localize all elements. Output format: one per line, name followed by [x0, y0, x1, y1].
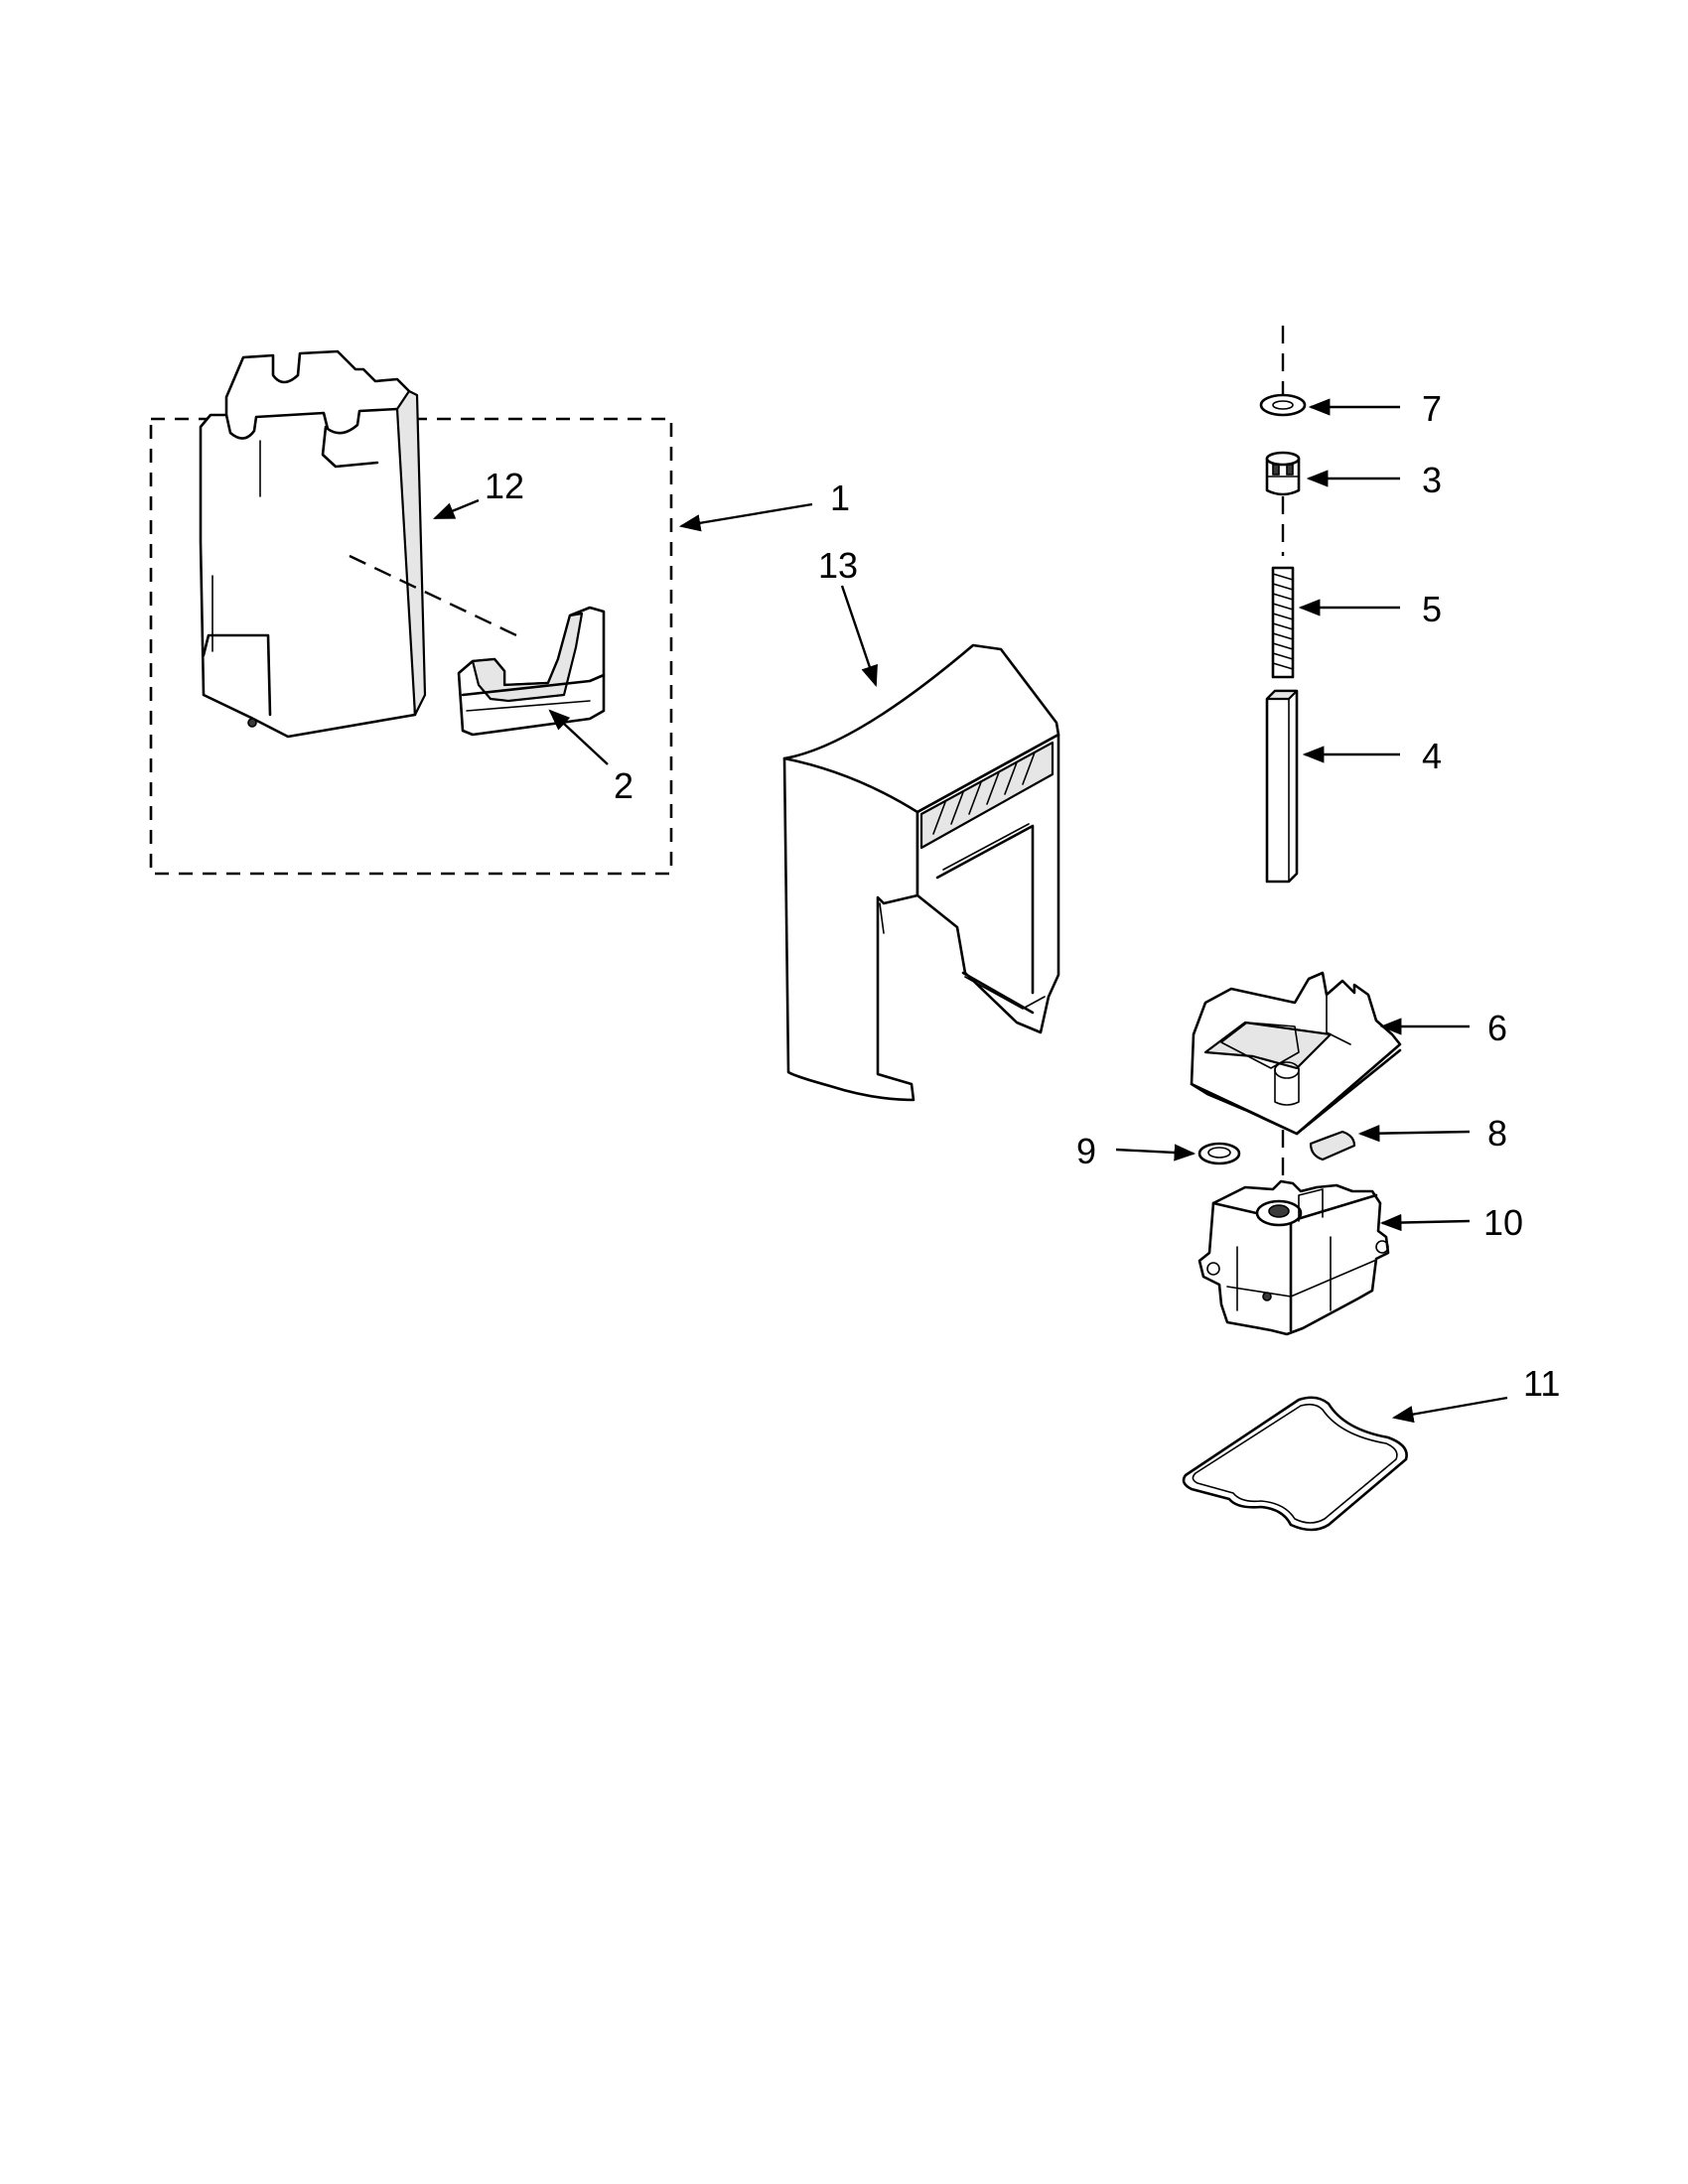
part-11-gasket	[1182, 1396, 1408, 1532]
leader-2	[548, 709, 609, 765]
leader-12	[433, 498, 480, 520]
callout-3: 3	[1422, 460, 1442, 500]
part-5-spring	[1271, 566, 1295, 679]
leader-8	[1357, 1125, 1471, 1143]
leader-11	[1391, 1396, 1508, 1424]
callout-12: 12	[485, 466, 524, 506]
callout-6: 6	[1487, 1008, 1507, 1048]
callout-4: 4	[1422, 736, 1442, 776]
part-9-ring	[1197, 1142, 1241, 1165]
callout-labels: 1 12 2 13 7 3 5 4 6 8 9 10 11	[485, 388, 1560, 1404]
part-3-coupler	[1265, 451, 1301, 496]
callout-10: 10	[1483, 1202, 1523, 1243]
kit-dashed-box	[149, 417, 673, 876]
callout-8: 8	[1487, 1113, 1507, 1154]
callout-5: 5	[1422, 589, 1442, 629]
alignment-line-12-2	[349, 554, 517, 637]
part-13-dispenser-cover	[782, 643, 1060, 1102]
part-6-housing	[1190, 971, 1402, 1136]
callout-2: 2	[614, 765, 633, 806]
callout-7: 7	[1422, 388, 1442, 429]
leader-9	[1115, 1144, 1196, 1161]
part-7-washer	[1259, 393, 1307, 417]
leader-13	[840, 585, 878, 688]
leader-1	[678, 502, 813, 532]
part-8-pad	[1309, 1130, 1356, 1161]
callout-11: 11	[1523, 1363, 1560, 1404]
part-12-ice-bin	[199, 349, 427, 739]
leader-10	[1379, 1213, 1471, 1232]
leader-lines	[433, 398, 1508, 1424]
callout-13: 13	[818, 545, 858, 586]
part-2-bracket	[457, 606, 606, 737]
part-4-shaft	[1265, 689, 1299, 884]
callout-9: 9	[1076, 1131, 1096, 1171]
part-10-motor	[1197, 1179, 1390, 1336]
callout-1: 1	[830, 478, 850, 518]
